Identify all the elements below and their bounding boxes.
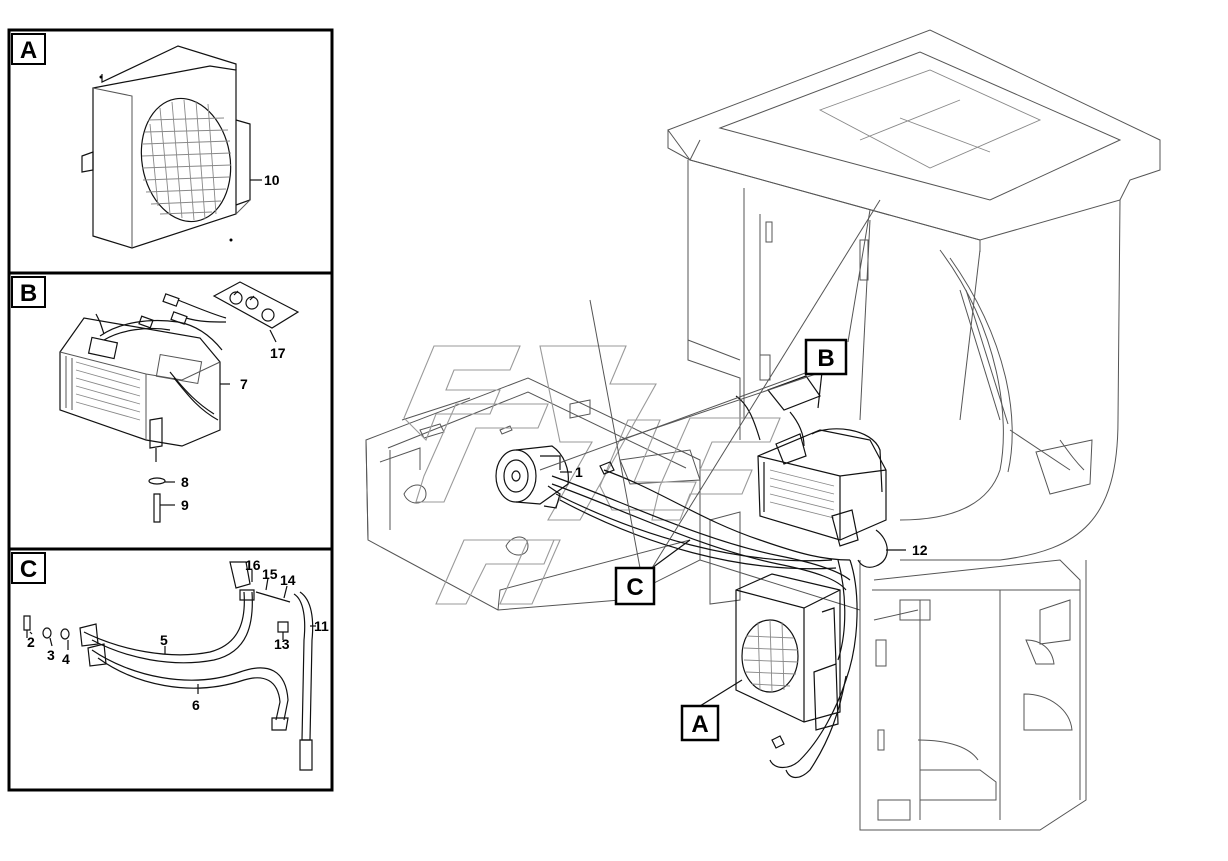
part-label-16: 16	[245, 557, 261, 573]
condenser-unit-drawing	[81, 45, 251, 249]
panel-a-letter: A	[20, 37, 37, 64]
control-panel-drawing	[212, 281, 300, 329]
part-label-1: 1	[575, 464, 583, 480]
leader-2	[29, 631, 33, 635]
callout-c-box: C	[589, 199, 881, 606]
heater-unit-drawing	[59, 293, 227, 462]
chassis-frame-drawing	[365, 377, 861, 611]
panel-c-frame	[7, 547, 334, 792]
callout-a-letter: A	[691, 711, 708, 738]
part-label-12: 12	[912, 542, 928, 558]
panel-b-letter: B	[20, 280, 37, 307]
callout-a-box: A	[680, 679, 743, 742]
panel-a-letter-box: A	[11, 33, 46, 65]
panel-c-letter-box: C	[11, 552, 46, 584]
main-heater-unit-drawing	[735, 375, 887, 547]
cab-frame-drawing	[859, 559, 1087, 831]
hose-assembly-drawing	[23, 561, 314, 771]
leader-3	[49, 637, 53, 647]
part-label-5: 5	[160, 632, 168, 648]
part-label-14: 14	[280, 572, 296, 588]
part-label-9: 9	[181, 497, 189, 513]
panel-b-letter-box: B	[11, 276, 46, 308]
part-label-6: 6	[192, 697, 200, 713]
cab-body-drawing	[687, 139, 1121, 561]
part-label-3: 3	[47, 647, 55, 663]
part-label-13: 13	[274, 636, 290, 652]
callout-c-letter: C	[626, 574, 643, 601]
leader-17	[269, 329, 277, 343]
main-hoses-drawing	[551, 461, 888, 779]
watermark-logo	[403, 345, 781, 605]
panel-b-frame	[7, 271, 334, 551]
panel-a-frame	[7, 28, 334, 275]
part-label-11: 11	[314, 618, 329, 634]
leader-14	[283, 585, 288, 599]
part-label-17: 17	[270, 345, 286, 361]
part-label-8: 8	[181, 474, 189, 490]
drain-hose-drawing	[148, 477, 166, 523]
part-label-4: 4	[62, 651, 70, 667]
main-condenser-drawing	[735, 573, 841, 731]
callout-b-letter: B	[817, 345, 834, 372]
leader-15	[265, 577, 269, 591]
part-label-15: 15	[262, 566, 278, 582]
compressor-drawing	[495, 445, 569, 509]
part-label-10: 10	[264, 172, 280, 188]
panel-c-letter: C	[20, 556, 37, 583]
callout-b-box: B	[539, 209, 871, 471]
part-label-7: 7	[240, 376, 248, 392]
part-label-2: 2	[27, 634, 35, 650]
cab-roof-drawing	[667, 29, 1161, 252]
